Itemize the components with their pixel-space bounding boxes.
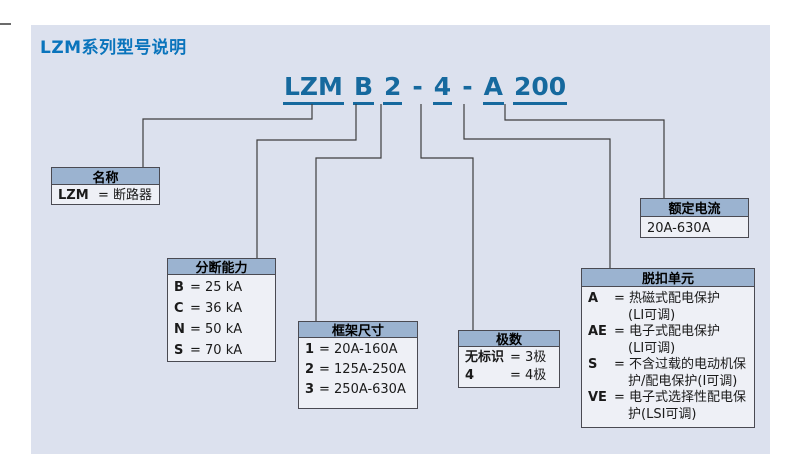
poles-row: 4 = 4极 xyxy=(465,367,554,385)
code-meaning-line1: = 电子式配电保护 xyxy=(614,324,721,339)
code-value: LZM xyxy=(58,188,89,203)
breaking-capacity-row: S = 70 kA xyxy=(174,340,270,361)
breaking-capacity-box: 分断能力 B = 25 kA C = 36 kA N = 50 kA S = 7… xyxy=(167,258,276,362)
trip-unit-box-title: 脱扣单元 xyxy=(582,269,754,287)
code-meaning: = 36 kA xyxy=(190,301,243,316)
code-value: 2 xyxy=(305,362,315,377)
page-title: LZM系列型号说明 xyxy=(40,38,187,58)
rated-current-row: 20A-630A xyxy=(647,219,743,238)
name-box: 名称 LZM = 断路器 xyxy=(51,167,160,205)
code-meaning-line1: = 不含过载的电动机保 xyxy=(614,357,747,372)
code-meaning: = 3极 xyxy=(510,350,547,365)
code-value: S xyxy=(588,357,598,372)
name-row: LZM = 断路器 xyxy=(58,187,154,205)
code-meaning-line2: (LI可调) xyxy=(628,340,676,356)
model-code: LZM B 2 - 4 - A 200 xyxy=(283,72,568,106)
frame-size-box: 框架尺寸 1 = 20A-160A 2 = 125A-250A 3 = 250A… xyxy=(298,321,418,409)
model-code-segment-name: LZM xyxy=(283,73,344,106)
rated-current-box-title: 额定电流 xyxy=(641,199,748,217)
breaking-capacity-box-title: 分断能力 xyxy=(168,259,275,276)
code-value: AE xyxy=(588,324,607,339)
code-meaning: = 125A-250A xyxy=(319,362,406,377)
code-meaning-line2: 护(LSI可调) xyxy=(628,406,697,422)
breaking-capacity-row: C = 36 kA xyxy=(174,298,270,319)
page-corner-mark xyxy=(0,23,11,25)
poles-row: 无标识 = 3极 xyxy=(465,349,554,367)
code-value: A xyxy=(588,291,599,306)
breaking-capacity-row: B = 25 kA xyxy=(174,277,270,298)
code-value: 无标识 xyxy=(465,350,505,365)
frame-size-row: 3 = 250A-630A xyxy=(305,380,412,400)
trip-unit-box: 脱扣单元 A = 热磁式配电保护 (LI可调) AE = 电子式配电保护 (LI… xyxy=(581,268,755,428)
code-meaning: = 断路器 xyxy=(98,188,153,203)
model-code-segment-frame: 2 xyxy=(383,73,403,106)
poles-box-title: 极数 xyxy=(459,331,559,348)
poles-box: 极数 无标识 = 3极 4 = 4极 xyxy=(458,330,560,388)
code-meaning: = 50 kA xyxy=(190,322,243,337)
code-meaning-line1: = 热磁式配电保护 xyxy=(614,291,721,306)
code-value: VE xyxy=(588,390,607,405)
code-meaning-line1: = 电子式选择性配电保 xyxy=(614,390,747,405)
code-value: N xyxy=(174,322,185,337)
model-code-segment-breaking: B xyxy=(352,73,374,106)
rated-current-box: 额定电流 20A-630A xyxy=(640,198,749,238)
code-value: 4 xyxy=(465,368,475,383)
code-meaning-line2: 护/配电保护(I可调) xyxy=(628,373,738,389)
code-meaning: = 70 kA xyxy=(190,343,243,358)
code-meaning: = 250A-630A xyxy=(319,382,406,397)
trip-unit-row: AE = 电子式配电保护 (LI可调) xyxy=(588,324,749,357)
frame-size-row: 2 = 125A-250A xyxy=(305,360,412,380)
model-code-segment-current: 200 xyxy=(512,73,568,106)
model-code-hyphen: - xyxy=(462,72,473,101)
frame-size-box-title: 框架尺寸 xyxy=(299,322,417,339)
trip-unit-row: A = 热磁式配电保护 (LI可调) xyxy=(588,291,749,324)
model-code-hyphen: - xyxy=(412,72,423,101)
code-meaning: = 25 kA xyxy=(190,280,243,295)
code-value: C xyxy=(174,301,184,316)
name-box-title: 名称 xyxy=(52,168,159,186)
frame-size-row: 1 = 20A-160A xyxy=(305,340,412,360)
model-code-segment-trip: A xyxy=(482,73,504,106)
model-code-segment-poles: 4 xyxy=(432,73,453,106)
rated-current-range: 20A-630A xyxy=(647,221,711,236)
code-value: B xyxy=(174,280,184,295)
code-value: 1 xyxy=(305,342,315,357)
code-value: S xyxy=(174,343,184,358)
trip-unit-row: VE = 电子式选择性配电保 护(LSI可调) xyxy=(588,390,749,423)
code-meaning: = 20A-160A xyxy=(319,342,398,357)
code-value: 3 xyxy=(305,382,315,397)
code-meaning-line2: (LI可调) xyxy=(628,307,676,323)
breaking-capacity-row: N = 50 kA xyxy=(174,319,270,340)
trip-unit-row: S = 不含过载的电动机保 护/配电保护(I可调) xyxy=(588,357,749,390)
code-meaning: = 4极 xyxy=(510,368,547,383)
